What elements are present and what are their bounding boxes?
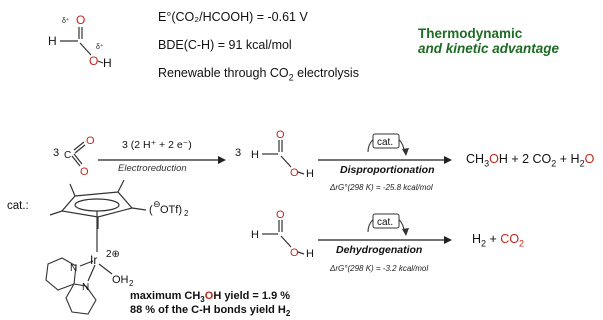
fa1-h: H xyxy=(251,149,259,161)
advantage-line-1: Thermodynamic xyxy=(418,26,523,41)
counterion-open: ( xyxy=(149,204,153,216)
cat-label-1: cat. xyxy=(377,137,393,148)
formic-acid-top xyxy=(60,27,92,56)
prod-o: O xyxy=(489,152,499,166)
bonds-sub: 2 xyxy=(285,309,291,319)
max-yield: maximum CH3OH yield = 1.9 % xyxy=(130,290,290,304)
dehydrogenation-dg: ΔrG°(298 K) = -3.2 kcal/mol xyxy=(330,264,429,273)
iridium-center: Ir xyxy=(90,253,97,267)
dh-2b: 2 xyxy=(519,238,525,249)
co2-molecule xyxy=(71,141,86,167)
prod-h: H + 2 CO xyxy=(498,152,552,166)
formate-h-left: H xyxy=(48,34,57,48)
formate-h-bottom: H xyxy=(103,56,112,70)
bond-dissociation-energy: BDE(C-H) = 91 kcal/mol xyxy=(158,38,292,52)
bipyridine-ligand xyxy=(45,257,97,315)
bonds-prefix: 88 % of the C-H bonds yield H xyxy=(130,304,286,316)
aqua-ligand-o: OH xyxy=(112,274,129,286)
cat-label-2: cat. xyxy=(377,217,393,228)
yield-o: O xyxy=(204,290,214,302)
prod-2b: 2 xyxy=(579,158,585,169)
fa2-o-top: O xyxy=(276,209,285,221)
dh-2a: 2 xyxy=(481,238,487,249)
cp-star-ligand xyxy=(49,179,147,229)
counterion-minus: ⊖ xyxy=(153,199,161,209)
fa2-o-bottom: O xyxy=(290,247,299,259)
yield-suffix: H yield = 1.9 % xyxy=(213,290,291,302)
reduction-potential: E°(CO₂/HCOOH) = -0.61 V xyxy=(158,10,308,24)
ch-bond-yield: 88 % of the C-H bonds yield H2 xyxy=(130,304,290,318)
prod-2a: 2 xyxy=(551,158,557,169)
ligand-n1: N xyxy=(70,263,77,274)
co2-c: C xyxy=(64,150,71,161)
dehydrogenation-label: Dehydrogenation xyxy=(336,244,423,256)
formic-acid-coefficient: 3 xyxy=(235,147,241,159)
dh-plus: + xyxy=(486,232,501,246)
renewable-prefix: Renewable through CO xyxy=(158,66,289,80)
co2-o-bottom: O xyxy=(80,166,89,178)
disproportionation-label: Disproportionation xyxy=(340,164,435,176)
aqua-ligand-sub: 2 xyxy=(129,279,134,288)
delta-plus-right: δ⁺ xyxy=(96,43,104,51)
renewable-sub: 2 xyxy=(288,72,294,83)
ligand-n2: N xyxy=(82,282,89,293)
renewable-suffix: electrolysis xyxy=(293,66,359,80)
fa1-o-top: O xyxy=(276,129,285,141)
formate-o-top: O xyxy=(76,13,85,27)
ir-bonds xyxy=(79,211,113,282)
electroreduction-label: Electroreduction xyxy=(118,163,187,174)
formate-o-bottom: O xyxy=(89,54,98,68)
counterion-sub: 2 xyxy=(184,209,189,218)
dh-h: H xyxy=(472,232,482,246)
prod-3: 3 xyxy=(484,158,490,169)
prod-ch: CH xyxy=(466,152,485,166)
prod-plus: + H xyxy=(556,152,580,166)
advantage-callout: Thermodynamic and kinetic advantage xyxy=(418,26,559,56)
fa1-h-bottom: H xyxy=(306,168,314,180)
fa2-h: H xyxy=(251,229,259,241)
cat-box-1 xyxy=(372,133,400,149)
counterion-text: OTf) xyxy=(160,204,182,216)
cat-box-2 xyxy=(372,213,400,229)
prod-o2: O xyxy=(584,152,595,166)
fa2-h-bottom: H xyxy=(306,248,314,260)
formic-acid-row2 xyxy=(262,220,305,255)
fa1-o-bottom: O xyxy=(290,167,299,179)
co2-coefficient: 3 xyxy=(53,147,59,159)
co2-o-top: O xyxy=(86,135,95,147)
yield-prefix: maximum CH xyxy=(130,290,201,302)
disproportionation-dg: ΔrG°(298 K) = -25.8 kcal/mol xyxy=(330,183,433,192)
yield-sub: 3 xyxy=(200,295,205,305)
catalyst-label: cat.: xyxy=(7,200,29,212)
delta-plus-top: δ⁺ xyxy=(62,17,70,25)
iridium-charge: 2⊕ xyxy=(106,249,120,260)
renewable-note: Renewable through CO2 electrolysis xyxy=(158,66,359,83)
dehydrogenation-products: H2 + CO2 xyxy=(472,232,524,249)
electroreduction-reagent: 3 (2 H⁺ + 2 e⁻) xyxy=(122,139,192,151)
advantage-line-2: and kinetic advantage xyxy=(418,41,560,56)
formic-acid-row1 xyxy=(262,140,305,175)
disproportionation-products: CH3OH + 2 CO2 + H2O xyxy=(466,152,594,169)
dh-co: CO xyxy=(500,232,520,246)
